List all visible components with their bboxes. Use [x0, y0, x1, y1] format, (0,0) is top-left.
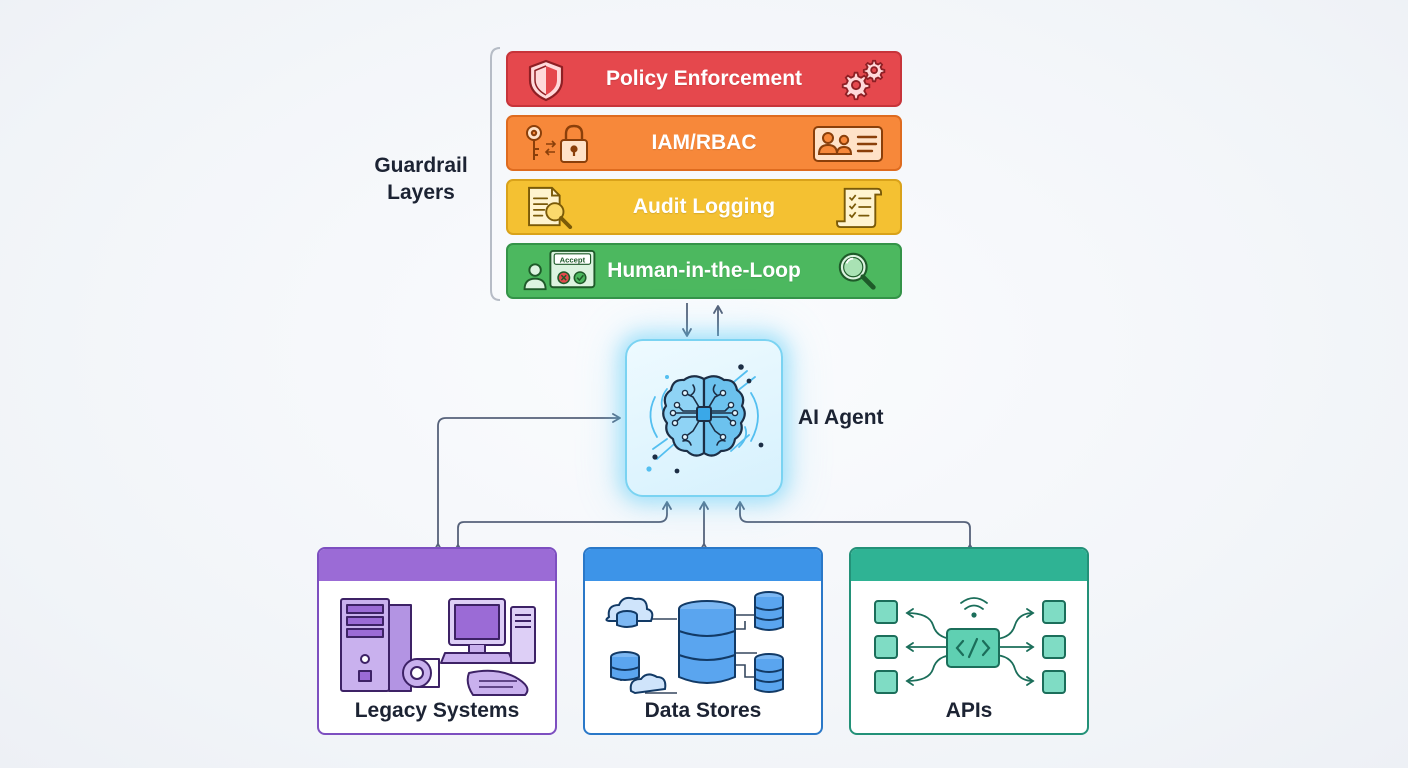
arrow-apis-bus — [735, 501, 975, 553]
card-header — [851, 549, 1087, 581]
api-hub-icon — [874, 597, 1066, 694]
arrow-legacy-to-agent — [433, 413, 621, 552]
checklist-scroll-icon — [836, 187, 882, 229]
apis-node[interactable]: APIs — [849, 547, 1089, 735]
shield-icon — [528, 59, 564, 102]
id-card-icon — [813, 126, 883, 162]
system-label: APIs — [945, 699, 993, 722]
layer-label: IAM/RBAC — [651, 131, 757, 154]
layer-label: Human-in-the-Loop — [607, 259, 801, 282]
ai-agent-label: AI Agent — [798, 406, 884, 429]
system-label: Data Stores — [644, 699, 762, 722]
guardrail-bracket — [490, 47, 501, 301]
brain-circuit-icon — [646, 364, 764, 474]
data-stores-node[interactable]: Data Stores — [583, 547, 823, 735]
layer-iam-rbac[interactable]: IAM/RBAC — [506, 115, 902, 171]
database-cloud-icon — [605, 591, 784, 695]
layer-policy-enforcement[interactable]: Policy Enforcement — [506, 51, 902, 107]
gears-icon — [841, 59, 886, 101]
layer-label: Audit Logging — [632, 195, 776, 218]
arrow-legacy-bus — [453, 501, 672, 553]
system-label: Legacy Systems — [354, 699, 520, 722]
legacy-systems-node[interactable]: Legacy Systems — [317, 547, 557, 735]
layer-human-in-the-loop[interactable]: Accept Human-in-the-Loop — [506, 243, 902, 299]
layer-label: Policy Enforcement — [605, 67, 803, 90]
accept-text: Accept — [560, 255, 586, 264]
magnifier-icon — [838, 252, 876, 290]
user-approval-icon: Accept — [523, 249, 596, 291]
document-search-icon — [528, 186, 573, 229]
legacy-computer-icon — [340, 598, 536, 696]
layer-audit-logging[interactable]: Audit Logging — [506, 179, 902, 235]
ai-agent-node[interactable] — [625, 339, 783, 497]
card-header — [585, 549, 821, 581]
key-lock-icon — [526, 124, 588, 163]
card-header — [319, 549, 555, 581]
